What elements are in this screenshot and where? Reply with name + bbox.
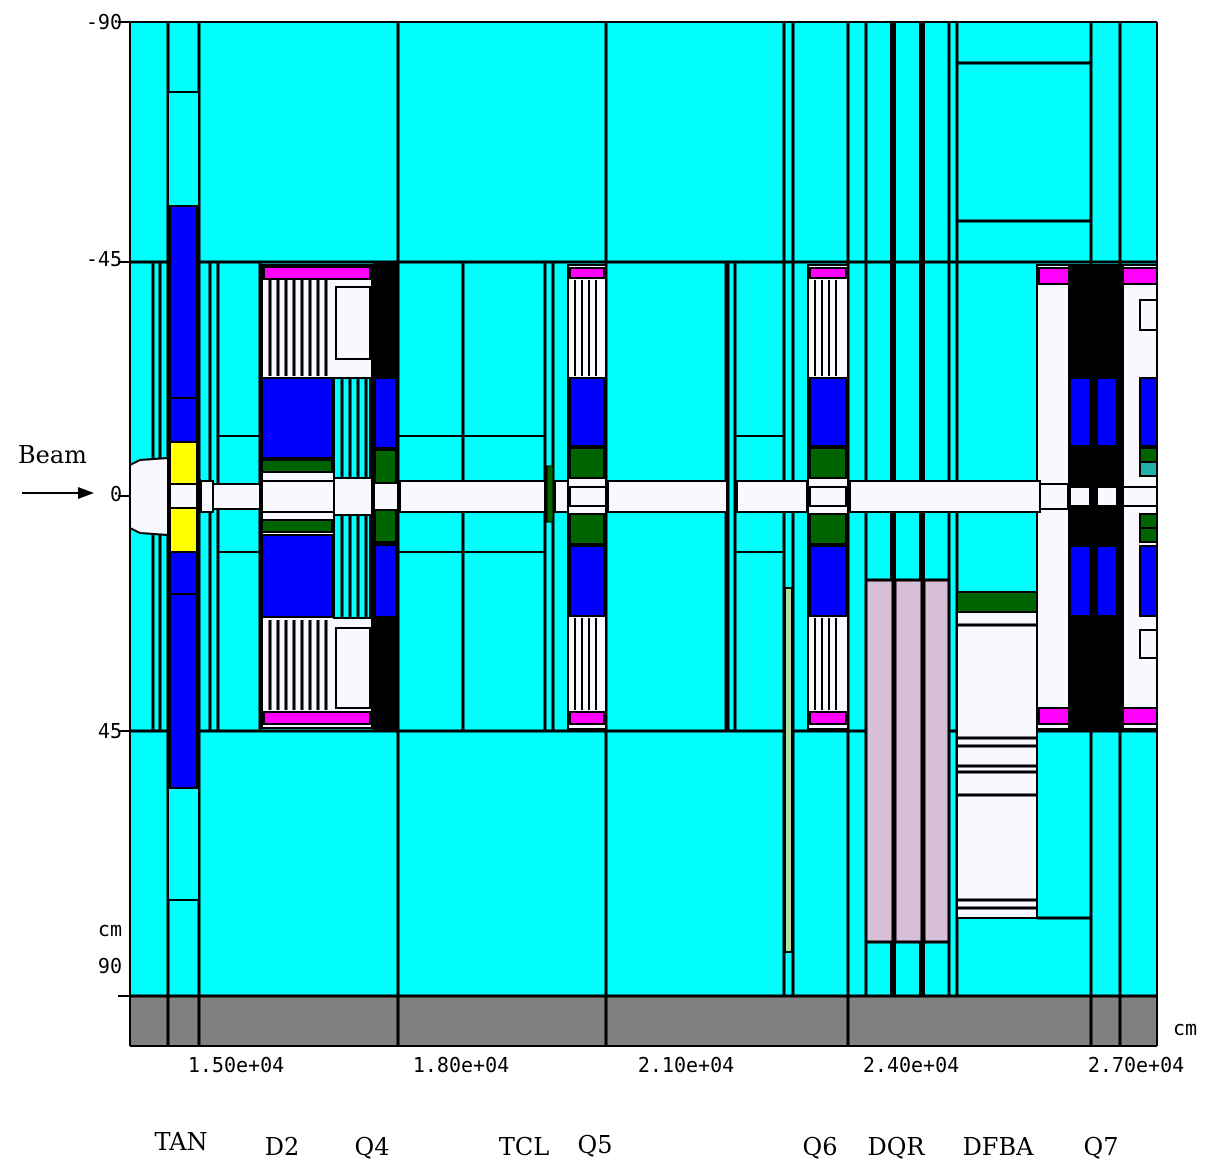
element-label: DFBA	[963, 1133, 1035, 1161]
y-tick-label: -45	[86, 247, 122, 271]
element-label: Q7	[1084, 1133, 1119, 1161]
y-tick-label: 45	[98, 719, 122, 743]
inner-liners	[218, 435, 784, 553]
element-label: Q4	[355, 1133, 390, 1161]
dqr-supports	[864, 578, 951, 944]
layer-boundaries	[130, 21, 1157, 998]
x-tick-label: 2.70e+04	[1088, 1053, 1184, 1077]
x-tick-label: 1.50e+04	[188, 1053, 284, 1077]
element-label: Q6	[803, 1133, 838, 1161]
dfba-feedbox	[956, 591, 1038, 919]
element-label: TCL	[499, 1133, 549, 1161]
q6-magnet	[807, 264, 849, 730]
beam-arrow-icon	[22, 487, 94, 499]
dfba-upper	[957, 61, 1091, 920]
tcl-collimator	[546, 465, 554, 523]
tan-absorber	[167, 91, 200, 901]
y-tick-label: 0	[110, 482, 122, 506]
element-label: Q5	[578, 1131, 613, 1159]
y-axis-unit: cm	[98, 917, 122, 941]
element-label: D2	[265, 1133, 300, 1161]
y-tick-label: 90	[98, 954, 122, 978]
x-tick-label: 2.40e+04	[863, 1053, 959, 1077]
x-axis-unit: cm	[1173, 1016, 1197, 1040]
x-tick-label: 1.80e+04	[413, 1053, 509, 1077]
y-tick-label: -90	[86, 10, 122, 34]
plot-frame	[129, 22, 1158, 1047]
element-label: DQR	[868, 1133, 926, 1161]
axis-ticks	[118, 21, 130, 997]
beam-label: Beam	[18, 441, 87, 469]
support-rod	[784, 587, 793, 953]
element-label: TAN	[154, 1128, 207, 1156]
beam-pipe	[129, 456, 1158, 537]
tunnel-floor	[130, 996, 1157, 1046]
x-tick-label: 2.10e+04	[638, 1053, 734, 1077]
